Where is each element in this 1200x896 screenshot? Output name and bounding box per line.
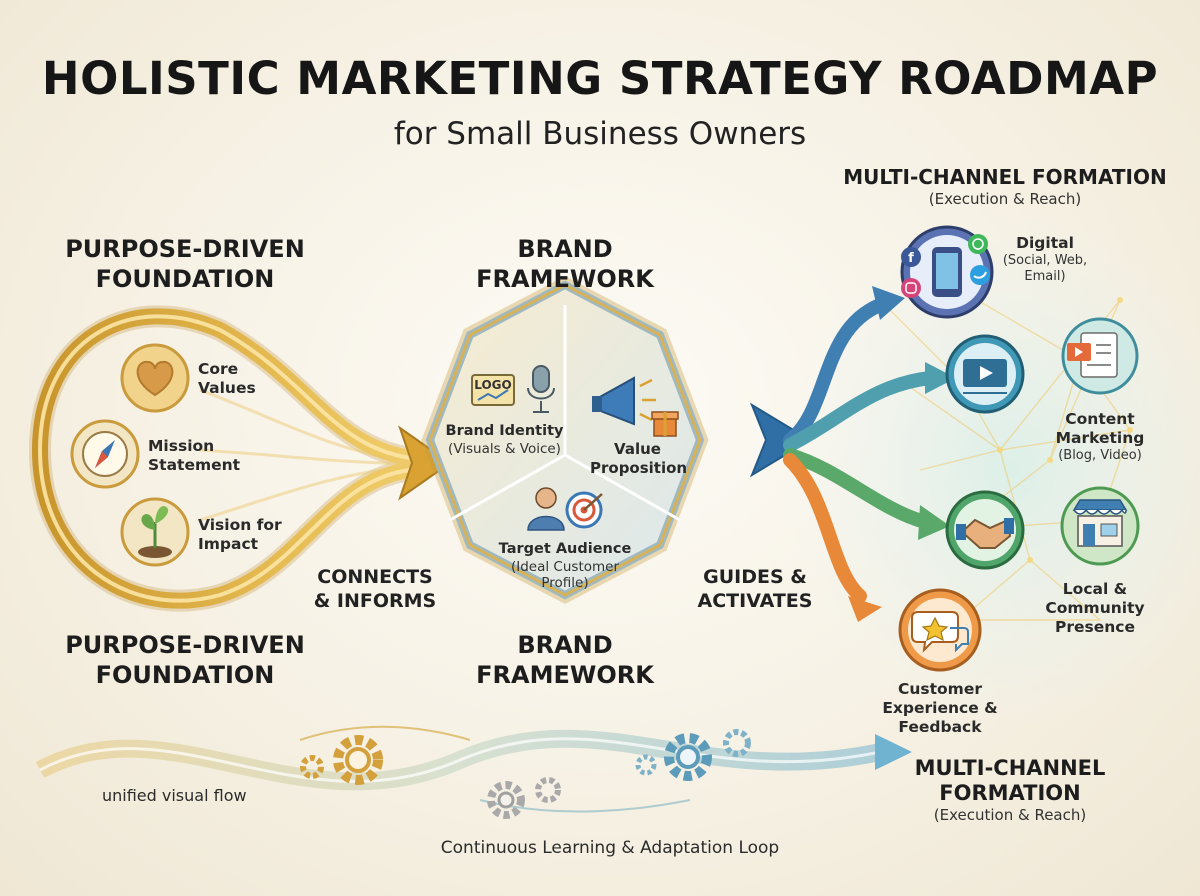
gear-icon [487, 777, 561, 819]
gift-icon [651, 411, 679, 437]
guides-activates-label: GUIDES & ACTIVATES [697, 566, 813, 612]
foundation-heading-top: PURPOSE-DRIVEN FOUNDATION [65, 235, 305, 293]
value-proposition: Value Proposition [590, 440, 688, 477]
framework-arrow [695, 402, 812, 478]
framework-hexagon [421, 275, 709, 605]
svg-text:f: f [908, 251, 914, 266]
logo-text: LOGO [474, 378, 512, 392]
learning-loop-caption: Continuous Learning & Adaptation Loop [440, 838, 780, 858]
gear-icon [300, 735, 383, 785]
foundation-loop [28, 305, 452, 612]
document-video-icon [1061, 317, 1139, 395]
channel-customer-experience: Customer Experience & Feedback [882, 680, 998, 736]
channels-heading-bottom: MULTI-CHANNEL FORMATION (Execution & Rea… [914, 756, 1106, 824]
logo-card-icon [471, 374, 515, 406]
video-icon [945, 334, 1025, 414]
foundation-item-core-values: Core Values [198, 360, 256, 397]
handshake-icon [945, 490, 1025, 570]
brand-identity: Brand Identity (Visuals & Voice) [445, 423, 564, 457]
framework-heading-bottom: BRAND FRAMEWORK [476, 631, 654, 689]
channel-local-community: Local & Community Presence [1045, 580, 1145, 636]
connects-informs-label: CONNECTS & INFORMS [313, 566, 437, 612]
chat-star-icon [898, 588, 982, 672]
target-audience: Target Audience (Ideal Customer Profile) [498, 541, 632, 591]
channels-heading-top: MULTI-CHANNEL FORMATION (Execution & Rea… [843, 165, 1167, 208]
channel-node-digital: f [900, 225, 994, 319]
channel-content-marketing: Content Marketing (Blog, Video) [1055, 410, 1145, 463]
channel-arrows [783, 286, 956, 622]
framework-heading-top: BRAND FRAMEWORK [476, 235, 654, 293]
target-icon [565, 491, 603, 529]
foundation-item-vision: Vision for Impact [198, 516, 282, 553]
megaphone-icon [592, 376, 656, 426]
compass-icon [70, 419, 140, 489]
foundation-item-mission: Mission Statement [148, 437, 241, 474]
page-subtitle: for Small Business Owners [393, 116, 807, 152]
page-title: HOLISTIC MARKETING STRATEGY ROADMAP [41, 52, 1159, 105]
gear-icon [635, 729, 751, 781]
channel-digital: Digital (Social, Web, Email) [1002, 234, 1088, 284]
microphone-icon [527, 365, 555, 413]
foundation-heading-bottom: PURPOSE-DRIVEN FOUNDATION [65, 631, 305, 689]
storefront-icon [1060, 486, 1140, 566]
person-icon [527, 487, 565, 531]
unified-flow-label: unified visual flow [102, 786, 247, 805]
sprout-icon [120, 497, 190, 567]
heart-icon [120, 343, 190, 413]
